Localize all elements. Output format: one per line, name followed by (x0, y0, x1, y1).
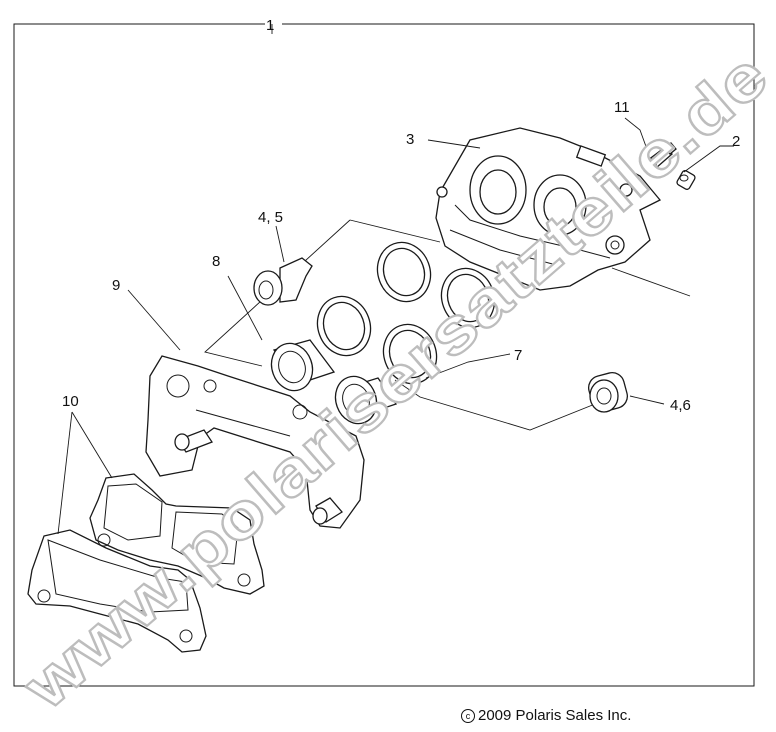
leader-lines (57, 24, 734, 535)
callout-11: 11 (614, 99, 630, 116)
copyright-text: 2009 Polaris Sales Inc. (478, 707, 632, 724)
callout-7: 7 (514, 347, 522, 364)
copyright-symbol-icon: c (461, 709, 475, 723)
watermark-text: www.polarisersatzteile.de (9, 38, 776, 723)
bleeder-valve (643, 142, 677, 173)
callout-10: 10 (62, 393, 79, 410)
assembly-frame (13, 23, 755, 687)
callout-3: 3 (406, 131, 414, 148)
bleeder-cap (676, 170, 696, 190)
callout-4-5: 4, 5 (258, 209, 283, 226)
mounting-bracket (145, 355, 365, 529)
bushing-lower (588, 372, 628, 413)
callout-1: 1 (266, 17, 274, 34)
callout-4-6: 4,6 (670, 397, 691, 414)
callout-9: 9 (112, 277, 120, 294)
brake-pad-outer (27, 529, 207, 653)
callout-8: 8 (212, 253, 220, 270)
bushing-upper (253, 257, 313, 306)
caliper-body (435, 127, 662, 291)
piston-seals (316, 241, 496, 385)
brake-pad-inner (89, 473, 265, 595)
callout-2: 2 (732, 133, 740, 150)
assembly-outline (204, 219, 691, 431)
pistons (270, 339, 398, 425)
